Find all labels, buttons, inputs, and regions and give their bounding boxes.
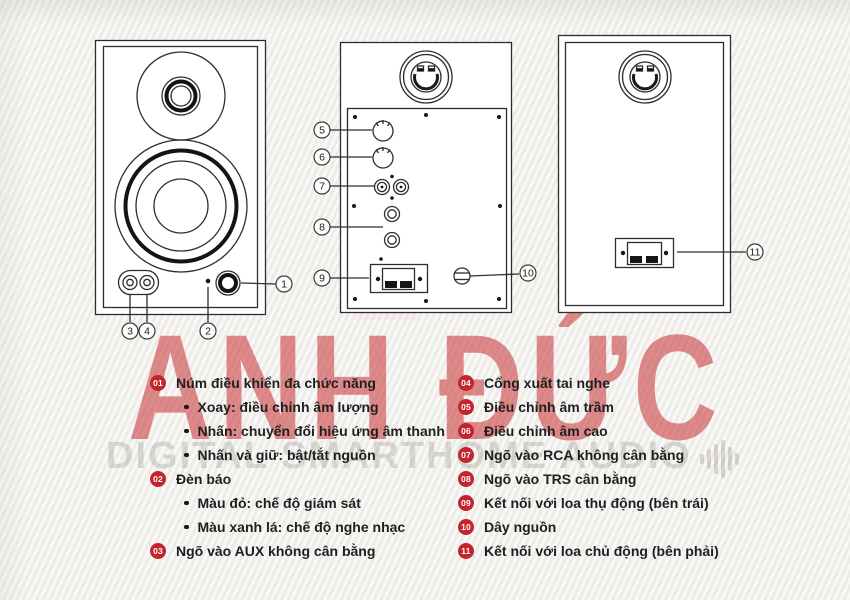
legend-item-label: Dây nguồn: [484, 519, 557, 535]
callout-10: 10: [469, 264, 537, 282]
treble-knob: [372, 147, 394, 169]
item-number-badge: 09: [458, 495, 474, 511]
legend-item-label: Đèn báo: [176, 471, 232, 487]
front-jack-plate: [117, 269, 160, 296]
bullet-icon: [184, 524, 189, 530]
item-number-badge: 05: [458, 399, 474, 415]
legend-item-04: 04 Cổng xuất tai nghe: [458, 371, 719, 395]
svg-text:7: 7: [319, 181, 325, 193]
front-speaker-view: 1 2 3 4: [94, 39, 293, 340]
passive-inner-outline: [564, 41, 725, 307]
legend-subitem-label: Màu xanh lá: chế độ nghe nhạc: [197, 519, 406, 535]
svg-text:10: 10: [522, 268, 534, 280]
legend-subitem: Màu xanh lá: chế độ nghe nhạc: [150, 515, 445, 539]
item-number-badge: 11: [458, 543, 474, 559]
legend-item-11: 11 Kết nối với loa chủ động (bên phải): [458, 539, 719, 563]
woofer: [114, 139, 248, 273]
legend-item-05: 05 Điều chỉnh âm trầm: [458, 395, 719, 419]
aux-jack-icon: [122, 274, 138, 291]
callout-11: 11: [677, 243, 764, 261]
callout-9: 9: [313, 269, 369, 287]
item-number-badge: 08: [458, 471, 474, 487]
svg-text:3: 3: [127, 326, 133, 338]
volume-knob: [215, 270, 241, 296]
speaker-diagram: 1 2 3 4: [94, 34, 764, 340]
bullet-icon: [184, 452, 189, 458]
item-number-badge: 02: [150, 471, 166, 487]
legend-subitem-label: Xoay: điều chỉnh âm lượng: [197, 399, 379, 415]
callout-6: 6: [313, 148, 372, 166]
back-cabinet-outline: [339, 41, 513, 314]
svg-text:2: 2: [205, 326, 211, 338]
legend-column-right: 04 Cổng xuất tai nghe 05 Điều chỉnh âm t…: [458, 371, 719, 563]
svg-text:8: 8: [319, 222, 325, 234]
legend-subitem: Xoay: điều chỉnh âm lượng: [150, 395, 445, 419]
bass-reflex-port: [399, 50, 453, 104]
callout-4: 4: [138, 294, 156, 340]
svg-text:9: 9: [319, 273, 325, 285]
legend-item-label: Núm điều khiển đa chức năng: [176, 375, 376, 391]
callout-5: 5: [313, 121, 372, 139]
legend-item-label: Cổng xuất tai nghe: [484, 375, 610, 391]
item-number-badge: 04: [458, 375, 474, 391]
item-number-badge: 10: [458, 519, 474, 535]
legend-item-09: 09 Kết nối với loa thụ động (bên trái): [458, 491, 719, 515]
legend-item-label: Kết nối với loa thụ động (bên trái): [484, 495, 709, 511]
svg-text:1: 1: [281, 279, 287, 291]
legend-item-03: 03 Ngõ vào AUX không cân bằng: [150, 539, 445, 563]
bullet-icon: [184, 428, 189, 434]
callout-1: 1: [240, 275, 293, 293]
rca-input-jacks: [373, 174, 410, 200]
passive-bass-reflex-port: [618, 50, 672, 104]
front-baffle-outline: [102, 45, 259, 309]
legend-subitem-label: Nhấn và giữ: bật/tắt nguồn: [197, 447, 376, 463]
legend-item-label: Ngõ vào TRS cân bằng: [484, 471, 637, 487]
legend-item-06: 06 Điều chỉnh âm cao: [458, 419, 719, 443]
headphone-jack-icon: [139, 274, 155, 291]
back-view-active-speaker: 5 6 7 8 9: [313, 41, 537, 314]
back-view-passive-speaker: 11: [557, 34, 764, 314]
item-number-badge: 06: [458, 423, 474, 439]
legend-item-label: Ngõ vào AUX không cân bằng: [176, 543, 376, 559]
legend-subitem-label: Màu đỏ: chế độ giám sát: [197, 495, 361, 511]
svg-text:4: 4: [144, 326, 150, 338]
legend-item-07: 07 Ngõ vào RCA không cân bằng: [458, 443, 719, 467]
legend-item-label: Ngõ vào RCA không cân bằng: [484, 447, 685, 463]
callout-8: 8: [313, 218, 383, 236]
legend-subitem-label: Nhấn: chuyển đổi hiệu ứng âm thanh: [197, 423, 445, 439]
bass-knob: [372, 120, 394, 142]
svg-text:11: 11: [750, 247, 761, 259]
indicator-led: [205, 278, 211, 284]
legend-item-02: 02 Đèn báo: [150, 467, 445, 491]
legend-column-left: 01 Núm điều khiển đa chức năng Xoay: điề…: [150, 371, 445, 563]
legend-item-08: 08 Ngõ vào TRS cân bằng: [458, 467, 719, 491]
svg-text:6: 6: [319, 152, 325, 164]
panel-screws: [352, 113, 502, 303]
item-number-badge: 01: [150, 375, 166, 391]
amp-panel: [346, 107, 508, 310]
speaker-wire-connector: [369, 263, 429, 294]
passive-cabinet-outline: [557, 34, 732, 314]
legend-item-01: 01 Núm điều khiển đa chức năng: [150, 371, 445, 395]
legend-subitem: Nhấn: chuyển đổi hiệu ứng âm thanh: [150, 419, 445, 443]
legend-item-label: Kết nối với loa chủ động (bên phải): [484, 543, 719, 559]
callout-2: 2: [199, 287, 217, 340]
callout-7: 7: [313, 177, 374, 195]
legend-subitem: Nhấn và giữ: bật/tắt nguồn: [150, 443, 445, 467]
legend-item-label: Điều chỉnh âm trầm: [484, 399, 614, 415]
legend-item-label: Điều chỉnh âm cao: [484, 423, 608, 439]
item-number-badge: 07: [458, 447, 474, 463]
trs-input-jacks: [379, 205, 401, 261]
callout-3: 3: [121, 294, 139, 340]
svg-text:5: 5: [319, 125, 325, 137]
bullet-icon: [184, 404, 189, 410]
item-number-badge: 03: [150, 543, 166, 559]
legend-subitem: Màu đỏ: chế độ giám sát: [150, 491, 445, 515]
legend-item-10: 10 Dây nguồn: [458, 515, 719, 539]
passive-wire-connector: [614, 237, 675, 269]
bullet-icon: [184, 500, 189, 506]
